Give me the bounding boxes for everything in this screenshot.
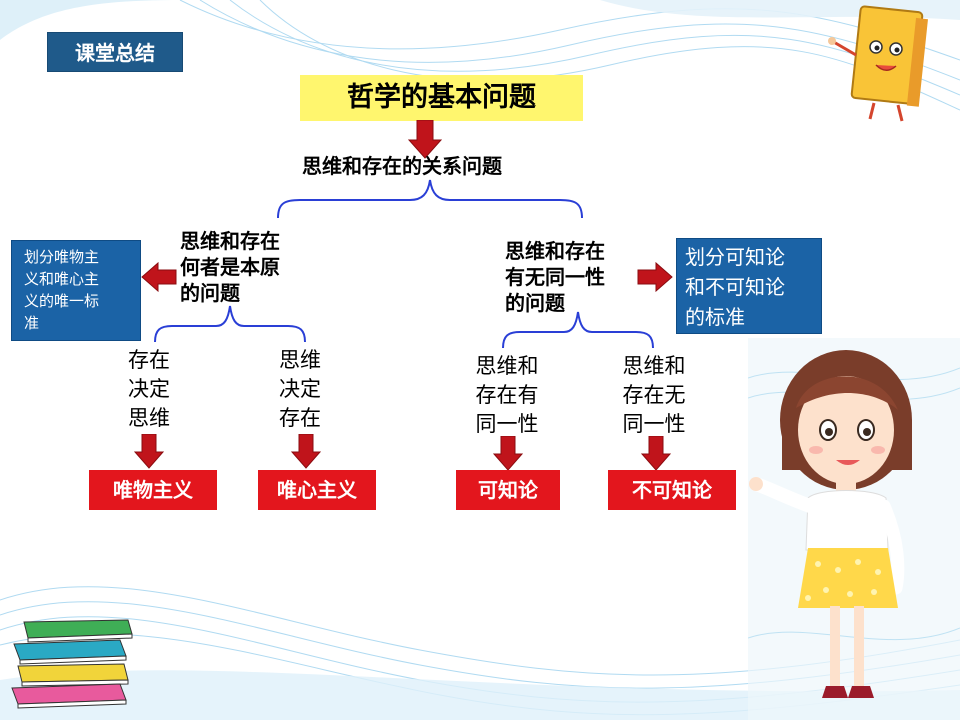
result-materialism: 唯物主义 bbox=[89, 470, 217, 510]
right-arrow-icon bbox=[637, 262, 673, 292]
main-title: 哲学的基本问题 bbox=[300, 75, 583, 121]
lesson-tag: 课堂总结 bbox=[47, 32, 183, 72]
left-question: 思维和存在 何者是本原 的问题 bbox=[180, 228, 280, 306]
left-sub-brace bbox=[154, 305, 306, 343]
branch-text: 思维和 存在无 同一性 bbox=[613, 352, 695, 439]
branch-line: 思维和 bbox=[622, 354, 686, 378]
side-box-line: 的标准 bbox=[685, 305, 745, 329]
core-question: 思维和存在的关系问题 bbox=[302, 154, 502, 178]
branch-line: 决定 bbox=[279, 377, 321, 401]
down-arrow-icon bbox=[408, 120, 442, 159]
branch-line: 存在 bbox=[128, 348, 170, 372]
side-box-line: 准 bbox=[24, 314, 40, 332]
book-stack-icon bbox=[11, 619, 133, 709]
side-box-line: 划分可知论 bbox=[685, 245, 785, 269]
down-arrow-icon bbox=[493, 436, 523, 471]
right-sub-brace bbox=[502, 311, 654, 349]
down-arrow-icon bbox=[134, 434, 164, 469]
side-box-line: 和不可知论 bbox=[685, 275, 785, 299]
book-character-icon bbox=[828, 5, 928, 122]
side-box-line: 义的唯一标 bbox=[24, 292, 100, 310]
materialism-criterion-box: 划分唯物主 义和唯心主 义的唯一标 准 bbox=[11, 240, 141, 341]
side-box-line: 划分唯物主 bbox=[24, 248, 100, 266]
top-brace bbox=[277, 179, 583, 219]
right-question-line: 的问题 bbox=[505, 291, 565, 315]
right-question-line: 思维和存在 bbox=[505, 239, 605, 263]
branch-line: 存在有 bbox=[475, 383, 539, 407]
branch-text: 存在 决定 思维 bbox=[116, 346, 182, 433]
branch-line: 存在 bbox=[279, 406, 321, 430]
down-arrow-icon bbox=[641, 436, 671, 471]
branch-line: 同一性 bbox=[622, 412, 686, 436]
branch-text: 思维 决定 存在 bbox=[267, 346, 333, 433]
down-arrow-icon bbox=[291, 434, 321, 469]
branch-line: 思维和 bbox=[475, 354, 539, 378]
right-question: 思维和存在 有无同一性 的问题 bbox=[505, 238, 605, 316]
side-box-line: 义和唯心主 bbox=[24, 270, 100, 288]
branch-line: 思维 bbox=[128, 406, 170, 430]
left-question-line: 何者是本原 bbox=[180, 255, 280, 279]
teacher-character-icon bbox=[748, 338, 960, 720]
result-idealism: 唯心主义 bbox=[258, 470, 376, 510]
result-knowability: 可知论 bbox=[456, 470, 560, 510]
result-agnosticism: 不可知论 bbox=[608, 470, 736, 510]
branch-line: 同一性 bbox=[475, 412, 539, 436]
branch-line: 思维 bbox=[279, 348, 321, 372]
branch-text: 思维和 存在有 同一性 bbox=[466, 352, 548, 439]
left-question-line: 的问题 bbox=[180, 281, 240, 305]
left-question-line: 思维和存在 bbox=[180, 229, 280, 253]
agnosticism-criterion-box: 划分可知论 和不可知论 的标准 bbox=[676, 238, 822, 334]
left-arrow-icon bbox=[141, 262, 177, 292]
branch-line: 决定 bbox=[128, 377, 170, 401]
branch-line: 存在无 bbox=[622, 383, 686, 407]
right-question-line: 有无同一性 bbox=[505, 265, 605, 289]
